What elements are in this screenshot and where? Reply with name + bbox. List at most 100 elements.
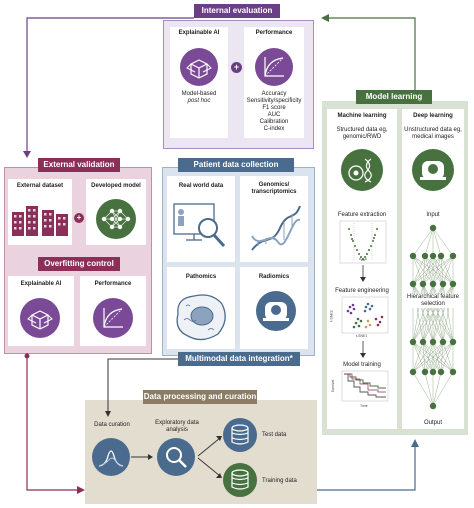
volcano-plot — [339, 220, 387, 264]
post-hoc-label: post hoc — [187, 98, 211, 104]
nn-node — [449, 252, 457, 260]
hospital-buildings-icon — [12, 206, 68, 236]
output-label: Output — [423, 420, 442, 426]
explainable-ai-label: Explainable AI — [178, 30, 220, 36]
neural-network-diagram — [409, 224, 457, 410]
distribution-curve-glyph — [98, 450, 124, 467]
metric-item: Calibration — [259, 119, 289, 125]
cell-icon — [176, 294, 226, 341]
ml-arrow-1 — [360, 265, 366, 282]
external-validation-title: External validation — [38, 158, 120, 172]
nn-node — [429, 338, 437, 346]
nn-node — [429, 252, 437, 260]
nn-node — [437, 368, 445, 376]
mini-nn-node — [117, 208, 123, 214]
dna-helix-icon — [251, 205, 301, 251]
feature-engineering-label: Feature engineering — [335, 288, 389, 294]
search-icon — [157, 438, 195, 476]
nn-node — [419, 280, 427, 288]
split-arrows — [197, 436, 222, 478]
ev-explainable-ai-label: Explainable AI — [20, 281, 62, 287]
box-icon-glyph — [186, 59, 212, 79]
machine-learning-label: Machine learning — [337, 113, 387, 119]
curation-arrow — [131, 454, 153, 460]
plus-icon — [231, 62, 242, 73]
nn-node — [409, 280, 417, 288]
patient-data-title: Patient data collection — [178, 158, 294, 172]
exploratory-analysis-label: Exploratory data analysis — [155, 420, 199, 433]
external-dataset-label: External dataset — [16, 183, 64, 189]
metric-item: C-index — [263, 126, 285, 132]
nn-node — [439, 338, 447, 346]
nn-node — [439, 280, 447, 288]
performance-label: Performance — [255, 30, 293, 36]
mini-neural-network-icon — [101, 208, 131, 230]
internal-evaluation-title: Internal evaluation — [194, 4, 280, 18]
nn-node — [449, 280, 457, 288]
genomics-label: Genomics/ transcriptomics — [251, 182, 297, 195]
ev-box-icon — [20, 298, 60, 338]
roc-curve-glyph — [264, 57, 284, 77]
box-icon — [180, 48, 218, 86]
dna-cell-glyph — [348, 158, 372, 183]
model-training-label: Model training — [343, 362, 381, 368]
monitor-magnifier-icon — [173, 203, 226, 248]
test-database-glyph — [231, 424, 249, 445]
processing-title: Data processing and curation — [143, 390, 257, 404]
genomics-card — [240, 176, 308, 262]
nn-node — [409, 338, 417, 346]
model-learning-title: Model learning — [356, 90, 432, 104]
nn-node — [429, 402, 437, 410]
mini-nn-node — [101, 216, 107, 222]
ml-arrow-2 — [360, 341, 366, 358]
ev-box-glyph — [27, 310, 53, 330]
ev-plus-icon — [74, 213, 84, 223]
training-data-label: Training data — [262, 478, 297, 484]
feature-extraction-label: Feature extraction — [337, 212, 387, 218]
mini-nn-node — [109, 224, 115, 230]
overfitting-control-title: Overfitting control — [38, 257, 120, 271]
nn-node — [419, 338, 427, 346]
nn-node — [421, 368, 429, 376]
multimodal-integration-title: Multimodal data integration* — [178, 352, 300, 366]
mini-nn-node — [117, 224, 123, 230]
input-label: Input — [426, 212, 440, 218]
roc-curve-icon — [255, 48, 293, 86]
hierarchical-feature-label: Hierarchical feature selection — [404, 294, 462, 308]
ev-roc-curve-glyph — [103, 308, 123, 328]
ev-roc-curve-icon — [93, 298, 133, 338]
metric-item: Sensitivity/specificity — [246, 98, 302, 104]
ev-performance-label: Performance — [94, 281, 132, 287]
mini-nn-node — [109, 208, 115, 214]
radiomics-label: Radiomics — [258, 274, 290, 280]
tsne-x-label: t-SNE1 — [356, 334, 368, 338]
data-curation-label: Data curation — [94, 422, 130, 428]
nn-node — [437, 252, 445, 260]
model-based-label: Model-based — [181, 91, 217, 97]
nn-node — [429, 224, 437, 232]
nn-node — [421, 252, 429, 260]
mini-nn-node — [109, 216, 115, 222]
tsne-plot — [341, 296, 389, 334]
training-database-glyph — [231, 469, 249, 490]
metric-item: Accuracy — [261, 91, 287, 97]
distribution-curve-icon — [92, 438, 130, 476]
metric-item: F1 score — [262, 105, 286, 111]
dl-data-label: Unstructured data eg, medical images — [404, 127, 462, 140]
nn-node — [409, 368, 417, 376]
nn-node — [429, 368, 437, 376]
mini-nn-node — [125, 216, 131, 222]
nn-node — [409, 252, 417, 260]
metric-item: AUC — [267, 112, 281, 118]
radiomics-scanner-glyph — [263, 302, 289, 321]
mini-nn-node — [117, 216, 123, 222]
developed-model-label: Developed model — [91, 183, 141, 189]
nn-node — [449, 368, 457, 376]
survival-plot — [341, 370, 389, 402]
mri-scanner-glyph — [420, 161, 446, 180]
search-glyph — [166, 447, 187, 468]
deep-learning-label: Deep learning — [413, 113, 453, 119]
test-data-label: Test data — [262, 432, 287, 438]
ml-data-label: Structured data eg, genomic/RWD — [336, 127, 388, 140]
